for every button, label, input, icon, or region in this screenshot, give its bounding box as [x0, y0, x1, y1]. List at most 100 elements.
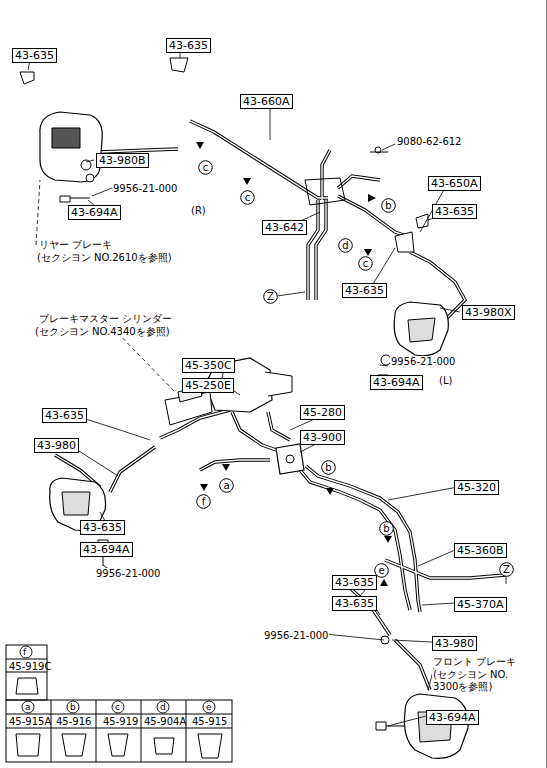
- callout-circle: c: [240, 190, 255, 205]
- table-cell-text: 45-919C: [8, 661, 52, 673]
- label-text: 9956-21-000: [112, 183, 178, 195]
- part-number-box: 43-694A: [80, 542, 133, 557]
- table-cell-text: 45-916: [55, 716, 92, 728]
- table-cell-text: 45-915: [191, 716, 228, 728]
- part-number: 45-320: [457, 481, 496, 494]
- part-number: 43-635: [435, 205, 474, 218]
- part-number-box: 43-980: [432, 636, 477, 651]
- callout-circle: Z: [263, 289, 278, 304]
- part-number-box: 43-635: [342, 283, 387, 298]
- part-number-box: 43-900: [300, 430, 345, 445]
- part-number-box: 43-635: [12, 48, 57, 63]
- callout-letter: c: [363, 258, 369, 269]
- part-number: 43-980X: [465, 306, 512, 319]
- part-number-box: 43-635: [332, 575, 377, 590]
- callout-letter: b: [325, 462, 331, 473]
- part-number-box: 45-250E: [182, 378, 234, 393]
- table-cell-text: e: [205, 701, 213, 713]
- table-cell-text: f: [22, 646, 27, 658]
- part-number-box: 43-980: [34, 438, 79, 453]
- part-number: 43-694A: [373, 376, 420, 389]
- label-text: フロント ブレーキ: [432, 656, 517, 668]
- part-number-box: 45-370A: [454, 597, 507, 612]
- label-text: 9956-21-000: [95, 568, 161, 580]
- callout-circle: c: [198, 160, 213, 175]
- part-number: 45-280: [303, 406, 342, 419]
- part-number: 43-980: [435, 637, 474, 650]
- part-number: 45-350C: [185, 359, 232, 372]
- table-cell-text: d: [159, 701, 167, 713]
- callout-letter: c: [203, 162, 209, 173]
- part-number: 45-250E: [185, 379, 231, 392]
- part-number-box: 43-635: [42, 408, 87, 423]
- label-text: (セクシヨン NO.2610を参照): [36, 252, 173, 264]
- table-cell-text: 45-904A: [143, 716, 187, 728]
- part-number: 43-635: [169, 39, 208, 52]
- part-number-box: 45-350C: [182, 358, 235, 373]
- part-number-box: 43-650A: [428, 176, 481, 191]
- callout-circle: e: [374, 563, 389, 578]
- label-text: (セクシヨン NO.4340を参照): [34, 326, 171, 338]
- callout-letter: b: [385, 200, 391, 211]
- label-text: ブレーキマスター シリンダー: [38, 313, 173, 325]
- part-number: 43-650A: [431, 177, 478, 190]
- part-number-box: 43-635: [432, 204, 477, 219]
- callout-letter: b: [383, 523, 389, 534]
- callout-circle: Z: [499, 562, 514, 577]
- part-number-box: 43-694A: [426, 710, 479, 725]
- table-cell-text: 45-915A: [8, 716, 52, 728]
- part-number: 43-694A: [429, 711, 476, 724]
- label-text: (R): [190, 205, 207, 217]
- part-number-box: 43-642: [262, 220, 307, 235]
- label-text: (L): [438, 375, 453, 387]
- callout-letter: c: [245, 192, 251, 203]
- table-cell-text: b: [69, 701, 77, 713]
- table-cell-text: a: [24, 701, 32, 713]
- part-number: 43-635: [45, 409, 84, 422]
- callout-circle: b: [379, 521, 394, 536]
- part-number-box: 45-280: [300, 405, 345, 420]
- part-number: 43-635: [335, 597, 374, 610]
- part-number-box: 43-635: [166, 38, 211, 53]
- label-text: 9956-21-000: [390, 356, 456, 368]
- part-number-box: 45-320: [454, 480, 499, 495]
- part-number: 43-694A: [71, 206, 118, 219]
- callout-letter: d: [342, 240, 348, 251]
- part-number: 43-642: [265, 221, 304, 234]
- callout-circle: f: [196, 494, 211, 509]
- part-number-box: 43-635: [332, 596, 377, 611]
- callout-letter: e: [378, 565, 384, 576]
- part-number-box: 45-360B: [454, 543, 507, 558]
- part-number-box: 43-980B: [96, 153, 149, 168]
- part-number-box: 43-660A: [240, 94, 293, 109]
- callout-circle: c: [358, 256, 373, 271]
- part-number: 43-694A: [83, 543, 130, 556]
- table-cell-text: c: [114, 701, 121, 713]
- callout-circle: b: [321, 460, 336, 475]
- part-number: 43-980B: [99, 154, 146, 167]
- callout-circle: a: [219, 478, 234, 493]
- table-cell-text: 45-919: [102, 716, 139, 728]
- part-number-box: 43-635: [80, 520, 125, 535]
- part-number: 43-635: [345, 284, 384, 297]
- part-number: 43-635: [83, 521, 122, 534]
- callout-letter: Z: [503, 564, 510, 575]
- callout-circle: d: [338, 238, 353, 253]
- label-text: 9956-21-000: [263, 630, 329, 642]
- label-text: 9080-62-612: [396, 136, 462, 148]
- part-number: 43-635: [335, 576, 374, 589]
- callout-letter: f: [202, 496, 206, 507]
- part-number: 43-900: [303, 431, 342, 444]
- part-number: 43-635: [15, 49, 54, 62]
- part-number-box: 43-980X: [462, 305, 515, 320]
- part-number-box: 43-694A: [68, 205, 121, 220]
- callout-letter: Z: [267, 291, 274, 302]
- label-text: リヤー ブレーキ: [38, 239, 113, 251]
- part-number: 43-660A: [243, 95, 290, 108]
- callout-letter: a: [223, 480, 229, 491]
- part-number: 45-360B: [457, 544, 504, 557]
- part-number-box: 43-694A: [370, 375, 423, 390]
- label-text: (セクシヨン NO. 3300を参照): [432, 669, 520, 693]
